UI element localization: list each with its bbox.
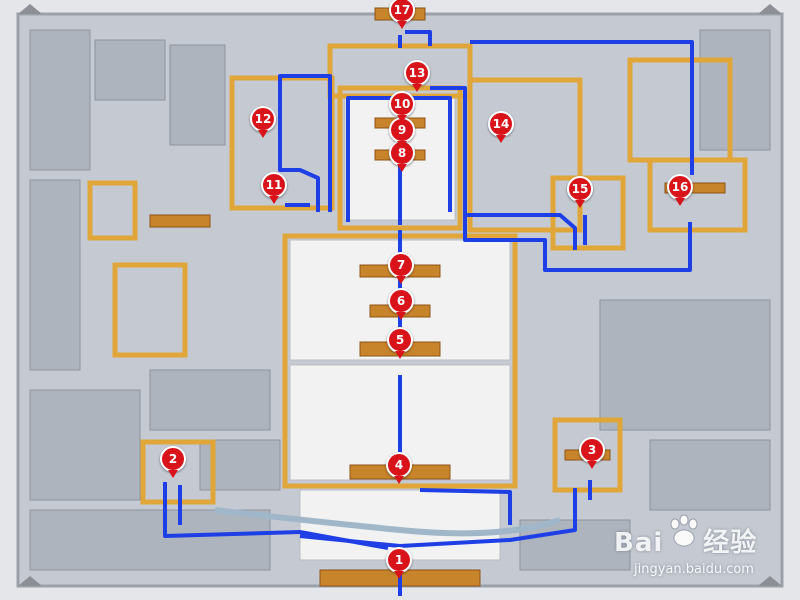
marker-7: 7 xyxy=(388,252,414,284)
marker-17: 17 xyxy=(389,0,415,29)
marker-5: 5 xyxy=(387,327,413,359)
watermark-url: jingyan.baidu.com xyxy=(634,562,754,577)
marker-1: 1 xyxy=(386,547,412,579)
marker-3: 3 xyxy=(579,437,605,469)
marker-10: 10 xyxy=(389,91,415,123)
marker-13: 13 xyxy=(404,60,430,92)
moat xyxy=(214,507,561,537)
baidu-paw-icon xyxy=(670,514,698,547)
marker-4: 4 xyxy=(386,452,412,484)
city-blocks xyxy=(29,29,771,571)
marker-16: 16 xyxy=(667,174,693,206)
marker-11: 11 xyxy=(261,172,287,204)
watermark-logo: Bai 经验 xyxy=(614,522,757,559)
watermark-logo-text: Bai xyxy=(614,528,664,558)
marker-6: 6 xyxy=(388,288,414,320)
corner-towers xyxy=(18,4,782,586)
tour-route xyxy=(163,30,694,596)
marker-12: 12 xyxy=(250,106,276,138)
marker-8: 8 xyxy=(389,140,415,172)
marker-2: 2 xyxy=(160,446,186,478)
marker-15: 15 xyxy=(567,176,593,208)
marker-14: 14 xyxy=(488,111,514,143)
watermark-logo-text2: 经验 xyxy=(703,528,758,558)
